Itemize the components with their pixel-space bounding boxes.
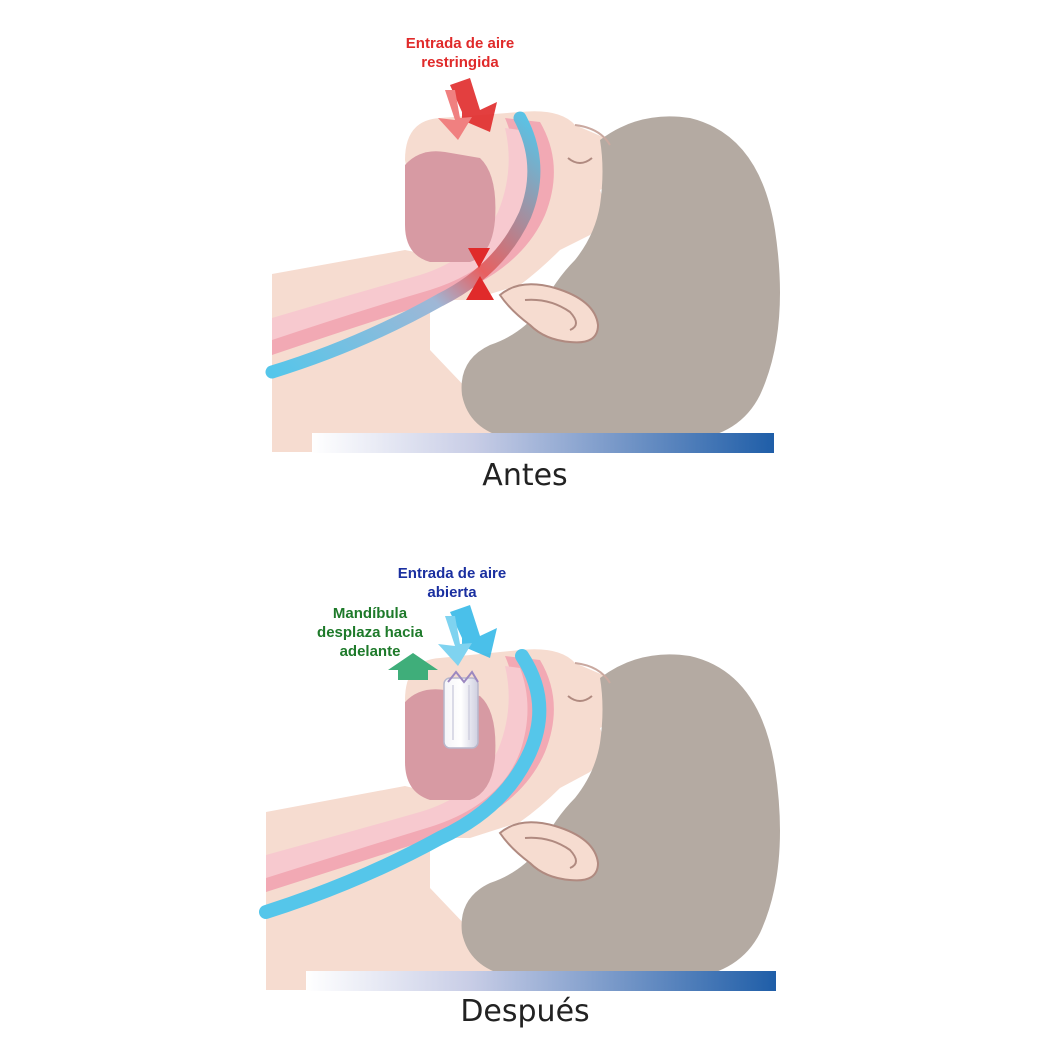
head-hair	[461, 654, 780, 978]
caption-before: Antes	[482, 458, 568, 493]
eye-closed	[567, 157, 593, 164]
head-hair	[461, 116, 780, 440]
ear-inner	[524, 836, 577, 869]
open-airflow-arrow-icon	[438, 605, 497, 666]
restricted-airflow-arrow-icon	[438, 78, 497, 140]
restricted-air-callout: Entrada de aire restringida	[380, 34, 540, 72]
airway-tissue-inner	[272, 128, 528, 340]
open-air-line2: abierta	[427, 584, 477, 601]
airway-tissue-inner	[266, 666, 528, 878]
nose-outline	[574, 124, 611, 146]
ear-inner	[524, 298, 577, 331]
open-air-callout: Entrada de aire abierta	[372, 564, 532, 602]
before-illustration	[265, 78, 780, 453]
jaw-forward-line1: Mandíbula	[332, 605, 408, 622]
pillow	[306, 971, 776, 991]
pillow	[312, 433, 774, 453]
constriction-arrows	[466, 248, 494, 300]
jaw-forward-callout: Mandíbula desplaza hacia adelante	[310, 604, 430, 661]
caption-after: Después	[460, 994, 590, 1029]
before-panel: Entrada de aire restringida Antes	[0, 0, 1050, 520]
after-panel: Entrada de aire abierta Mandíbula despla…	[0, 520, 1050, 1050]
open-air-line1: Entrada de aire	[397, 565, 507, 582]
airway-restricted	[265, 111, 541, 379]
mouth-cavity	[405, 151, 496, 262]
after-illustration	[259, 605, 780, 991]
nose-outline	[574, 662, 611, 684]
airway-open	[259, 649, 547, 919]
constriction-arrow-bottom-icon	[466, 276, 494, 300]
jaw-forward-line3: adelante	[339, 643, 401, 660]
jaw-forward-arrow-icon	[388, 653, 438, 680]
constriction-arrow-top-icon	[468, 248, 490, 268]
eye-closed	[567, 695, 593, 702]
restricted-air-line1: Entrada de aire	[405, 35, 515, 52]
restricted-air-line2: restringida	[421, 54, 499, 71]
mouthguard-device-icon	[443, 670, 479, 749]
jaw-forward-line2: desplaza hacia	[317, 624, 423, 641]
